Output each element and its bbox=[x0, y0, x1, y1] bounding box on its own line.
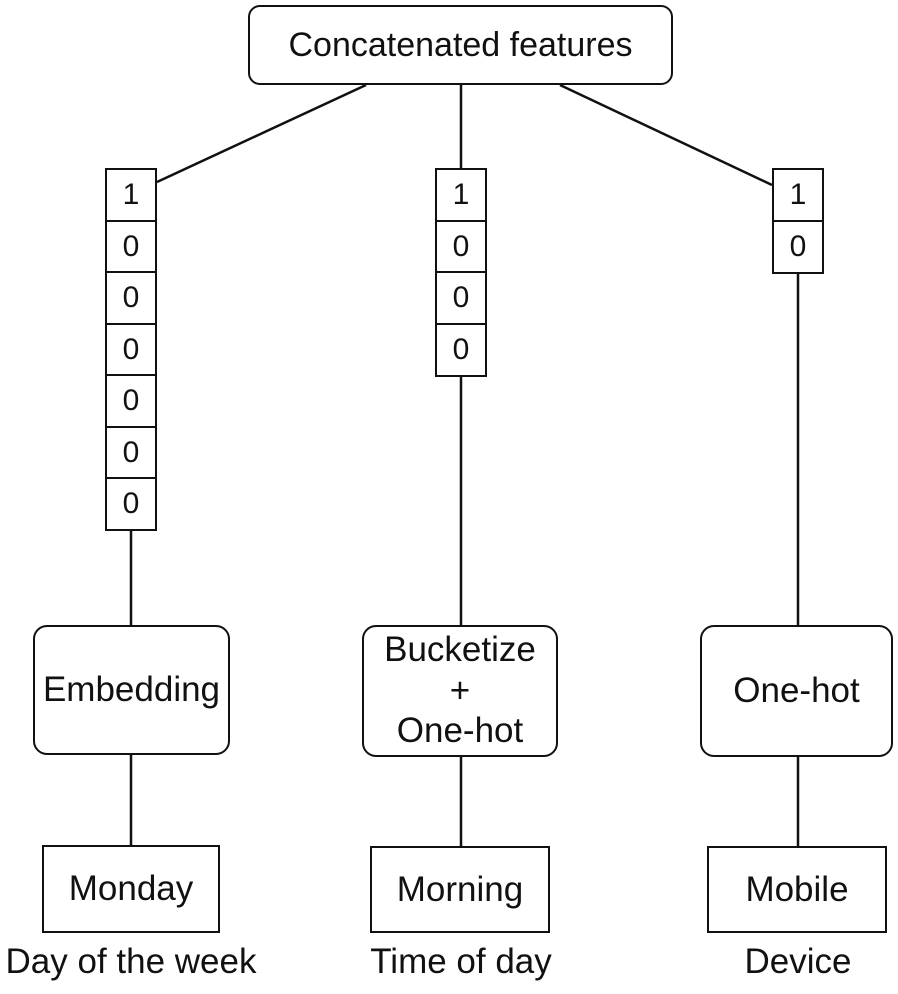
vector-cell: 0 bbox=[435, 219, 487, 274]
morning-node: Morning bbox=[370, 846, 550, 933]
category-label-time-of-day: Time of day bbox=[370, 942, 552, 981]
vector-device: 1 0 bbox=[772, 168, 824, 274]
vector-cell-value: 0 bbox=[122, 332, 140, 366]
vector-cell-value: 0 bbox=[122, 384, 140, 417]
monday-node-label: Monday bbox=[68, 869, 194, 908]
vector-day-of-week: 1 0 0 0 0 0 0 bbox=[105, 168, 157, 531]
vector-cell-value: 0 bbox=[452, 281, 470, 314]
category-label-device: Device bbox=[744, 942, 852, 981]
bucketize-onehot-node-label-line3: One-hot bbox=[396, 711, 524, 751]
vector-cell: 0 bbox=[435, 271, 487, 325]
root-node: Concatenated features bbox=[248, 5, 673, 85]
vector-cell-value: 0 bbox=[122, 229, 140, 263]
root-node-label: Concatenated features bbox=[288, 25, 633, 64]
category-label-day-of-week: Day of the week bbox=[5, 942, 257, 981]
vector-cell-value: 0 bbox=[452, 229, 470, 263]
vector-cell-value: 1 bbox=[122, 178, 140, 211]
vector-cell: 1 bbox=[772, 168, 824, 222]
vector-cell: 0 bbox=[435, 322, 487, 377]
vector-cell: 1 bbox=[435, 168, 487, 222]
vector-cell: 0 bbox=[105, 477, 157, 531]
morning-node-label: Morning bbox=[396, 869, 524, 909]
vector-time-of-day: 1 0 0 0 bbox=[435, 168, 487, 377]
vector-cell-value: 0 bbox=[122, 435, 140, 469]
vector-cell-value: 0 bbox=[452, 332, 470, 366]
bucketize-onehot-node-label-line1: Bucketize bbox=[384, 630, 536, 670]
vector-cell: 0 bbox=[105, 219, 157, 274]
vector-cell: 0 bbox=[105, 271, 157, 325]
vector-cell: 0 bbox=[105, 374, 157, 428]
bucketize-onehot-node-label-line2: + bbox=[449, 670, 471, 710]
vector-cell-value: 0 bbox=[122, 281, 140, 314]
vector-cell-value: 0 bbox=[789, 229, 807, 263]
mobile-node: Mobile bbox=[707, 846, 887, 933]
vector-cell: 0 bbox=[772, 219, 824, 274]
bucketize-onehot-node: Bucketize + One-hot bbox=[362, 625, 558, 757]
vector-cell: 0 bbox=[105, 322, 157, 377]
onehot-node: One-hot bbox=[700, 625, 893, 757]
vector-cell: 0 bbox=[105, 425, 157, 480]
embedding-node-label: Embedding bbox=[42, 669, 221, 709]
edge-root-to-day-vector bbox=[156, 83, 367, 184]
mobile-node-label: Mobile bbox=[745, 869, 849, 909]
vector-cell-value: 0 bbox=[122, 487, 140, 520]
vector-cell: 1 bbox=[105, 168, 157, 222]
vector-cell-value: 1 bbox=[452, 178, 470, 211]
edge-root-to-device-vector bbox=[559, 83, 773, 187]
onehot-node-label: One-hot bbox=[733, 670, 860, 710]
embedding-node: Embedding bbox=[33, 625, 230, 755]
monday-node: Monday bbox=[42, 845, 220, 933]
vector-cell-value: 1 bbox=[789, 178, 807, 211]
